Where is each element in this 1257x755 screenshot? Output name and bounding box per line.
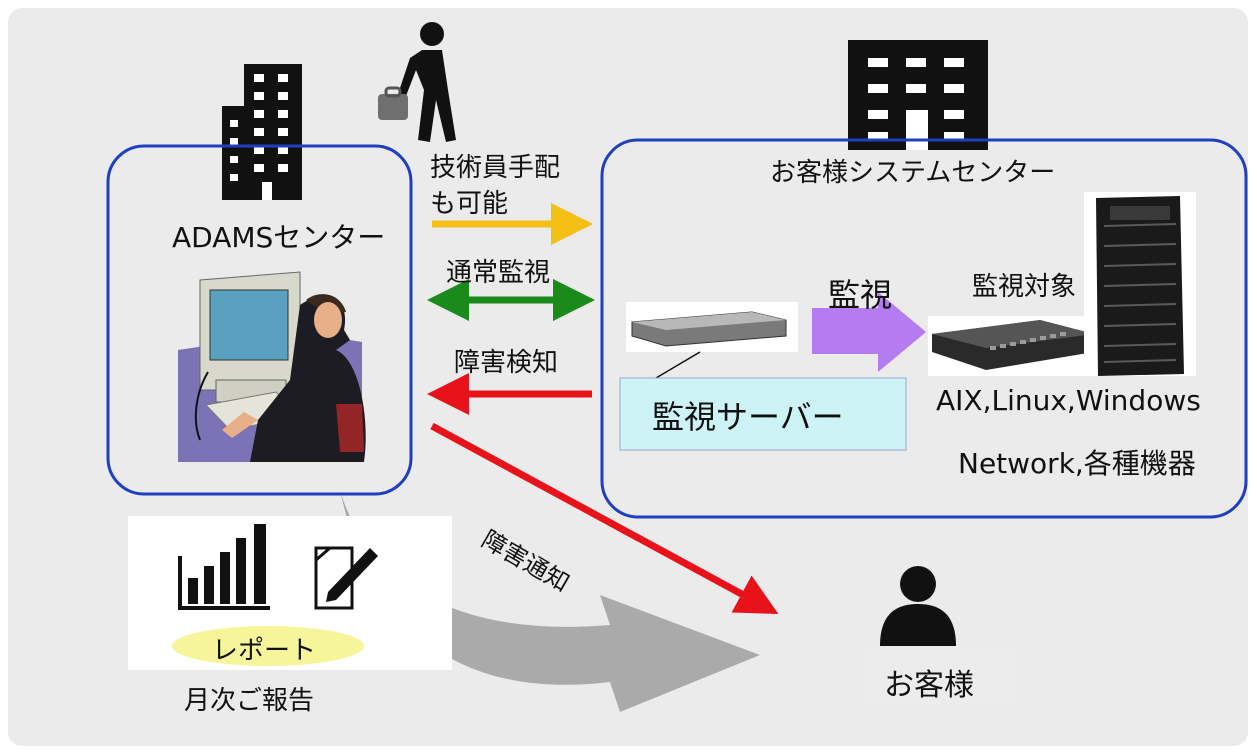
network-switch-icon [928, 316, 1102, 376]
monthly-report-label: 月次ご報告 [184, 686, 315, 716]
customer-person-icon [880, 566, 956, 646]
customer-center-frame [600, 138, 1248, 519]
operator-illustration-icon [178, 271, 366, 462]
technician-icon [378, 22, 456, 142]
customer-center-label: お客様システムセンター [770, 158, 1056, 188]
monitor-label: 監視 [828, 276, 893, 314]
document-edit-icon [314, 546, 378, 610]
monitoring-server-label: 監視サーバー [652, 398, 844, 436]
customer-label-box [866, 646, 1018, 706]
dispatch-label-line1: 技術員手配 [430, 153, 561, 183]
monitored-targets-label: 監視対象 [972, 272, 1077, 302]
adams-center-frame [106, 144, 413, 496]
report-delivery-arrow [340, 490, 760, 712]
rack-server-icon [1084, 192, 1196, 376]
report-pill [172, 626, 364, 666]
fault-detection-label: 障害検知 [454, 348, 559, 378]
adams-building-icon [222, 64, 302, 200]
normal-monitoring-label: 通常監視 [446, 258, 551, 288]
os-list-label: AIX,Linux,Windows [936, 384, 1201, 417]
monitoring-server-label-box [619, 377, 907, 451]
bar-chart-icon [178, 524, 270, 610]
monitoring-server-icon [626, 302, 798, 379]
customer-building-icon [848, 40, 988, 150]
report-label: レポート [212, 636, 317, 666]
fault-notification-arrow [430, 422, 779, 615]
dispatch-label-line2: も可能 [430, 189, 509, 219]
customer-label: お客様 [884, 668, 974, 703]
network-list-label: Network,各種機器 [958, 447, 1196, 480]
dispatch-label: 技術員手配 も可能 [430, 150, 560, 222]
adams-center-label: ADAMSセンター [172, 221, 386, 254]
monitor-arrow [812, 292, 926, 372]
